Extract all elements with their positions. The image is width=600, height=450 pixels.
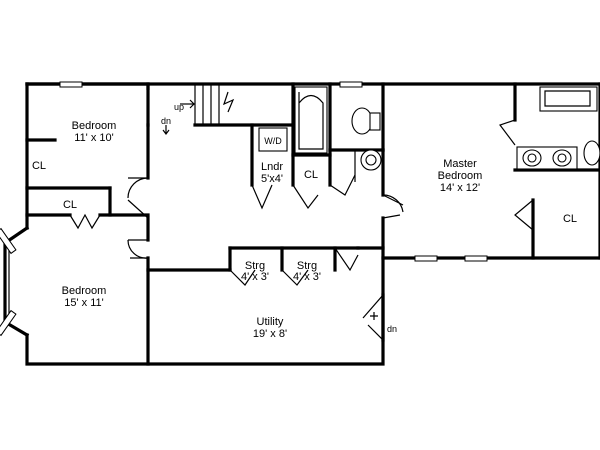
- stairs-dn-top-label: dn: [161, 116, 171, 126]
- master-size: 14' x 12': [440, 182, 480, 194]
- stairs: [162, 84, 378, 320]
- doors: [69, 119, 534, 341]
- interior-walls: [25, 82, 600, 366]
- bedroom-left-size: 15' x 11': [64, 297, 103, 309]
- fixtures: [294, 86, 600, 182]
- stairs-dn-right-label: dn: [387, 324, 397, 334]
- windows: [59, 81, 488, 262]
- master-name-line1: Master: [443, 158, 477, 170]
- closet-top-label: CL: [32, 160, 46, 172]
- laundry-name: Lndr: [261, 161, 283, 173]
- utility-name: Utility: [257, 316, 284, 328]
- bedroom-left-name: Bedroom: [62, 285, 107, 297]
- stairs-up-label: up: [174, 102, 184, 112]
- storage-b-size: 4' x 3': [293, 271, 321, 283]
- closet-master-label: CL: [563, 213, 577, 225]
- master-name-line2: Bedroom: [438, 170, 483, 182]
- utility-size: 19' x 8': [253, 328, 287, 340]
- closet-laundry-label: CL: [304, 169, 318, 181]
- laundry-size: 5'x4': [261, 173, 283, 185]
- storage-b-name: Strg: [297, 260, 317, 272]
- storage-a-size: 4' x 3': [241, 271, 269, 283]
- closet-mid-label: CL: [63, 199, 77, 211]
- storage-a-name: Strg: [245, 260, 265, 272]
- bay-window: [0, 225, 30, 338]
- bedroom-top-size: 11' x 10': [74, 132, 113, 144]
- bedroom-top-name: Bedroom: [72, 120, 117, 132]
- washer-dryer-box: [258, 127, 288, 152]
- washer-dryer-label: W/D: [264, 136, 282, 146]
- room-labels: Bedroom 11' x 10' CL CL Bedroom 15' x 11…: [32, 102, 577, 340]
